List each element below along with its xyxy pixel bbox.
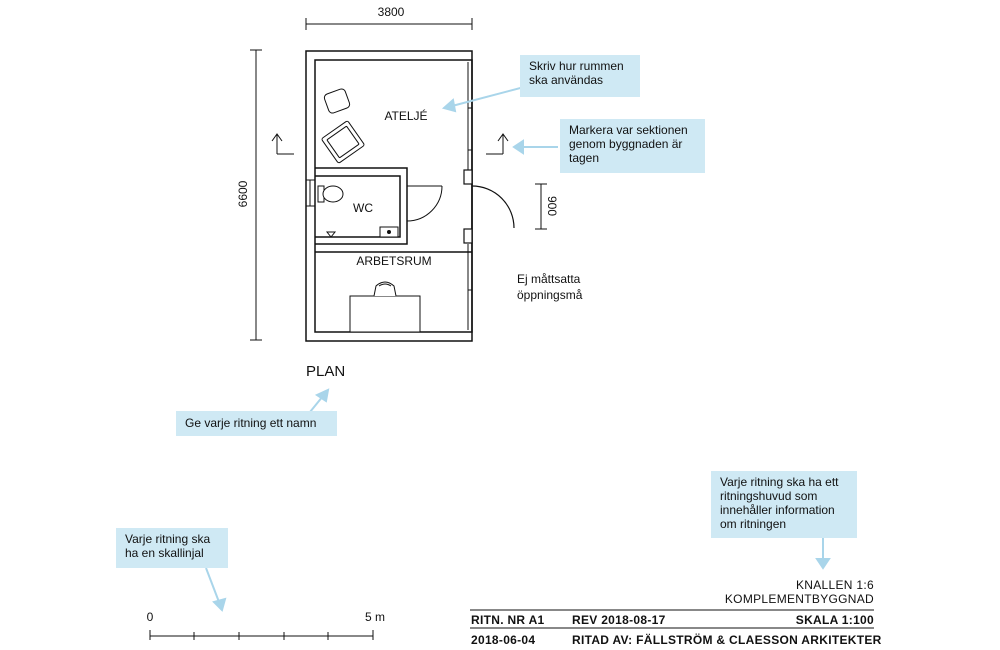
unmeasured-note: Ej måttsatta öppningsmå (517, 272, 584, 302)
scale-bar-end: 5 m (365, 610, 385, 624)
right-wall-windows (467, 62, 473, 330)
title-block-building: KOMPLEMENTBYGGNAD (724, 592, 874, 606)
desk-chair-icon (373, 281, 397, 297)
title-block-lines (470, 609, 874, 629)
scale-bar-start: 0 (147, 610, 154, 624)
height-dimension-label: 6600 (236, 180, 250, 207)
note-scale-bar: Varje ritning ska ha en skallinjal (116, 528, 228, 568)
toilet-icon (317, 185, 344, 203)
title-block-revision: REV 2018-08-17 (572, 613, 666, 627)
plan-title: PLAN (306, 363, 345, 380)
section-marker-left (271, 133, 294, 155)
title-block-drawing-number: RITN. NR A1 (471, 613, 545, 627)
door-dimension-label: 900 (545, 196, 559, 216)
width-dimension (305, 18, 473, 30)
section-marker-right (486, 133, 509, 155)
annotation-arrows (205, 85, 831, 612)
note-section: Markera var sektionen genom byggnaden är… (560, 119, 705, 173)
room-label-atelje: ATELJÉ (384, 108, 427, 123)
note-room-use: Skriv hur rummen ska användas (520, 55, 640, 97)
scale-bar (149, 630, 374, 640)
unmeasured-note-line-1: Ej måttsatta (517, 272, 581, 286)
sink-icon (379, 226, 399, 238)
note-title-block: Varje ritning ska ha ett ritningshuvud s… (711, 471, 857, 538)
title-block-project: KNALLEN 1:6 (795, 578, 874, 592)
armchair-icon (321, 88, 365, 164)
entrance-door (463, 169, 515, 244)
note-drawing-name: Ge varje ritning ett namn (176, 411, 337, 436)
unmeasured-note-line-2: öppningsmå (517, 288, 583, 302)
wc-walls (315, 167, 472, 253)
room-label-arbetsrum: ARBETSRUM (356, 254, 431, 268)
height-dimension (250, 49, 262, 341)
title-block-date: 2018-06-04 (471, 633, 536, 647)
wc-window (306, 179, 315, 207)
title-block-scale: SKALA 1:100 (795, 613, 874, 627)
title-block-drawn-by: RITAD AV: FÄLLSTRÖM & CLAESSON ARKITEKTE… (572, 633, 882, 647)
door-dimension (535, 183, 547, 230)
room-label-wc: WC (353, 201, 373, 215)
floor-drain-icon (325, 231, 337, 238)
width-dimension-label: 3800 (378, 5, 405, 19)
wc-door (406, 185, 443, 222)
desk-icon (349, 295, 421, 333)
